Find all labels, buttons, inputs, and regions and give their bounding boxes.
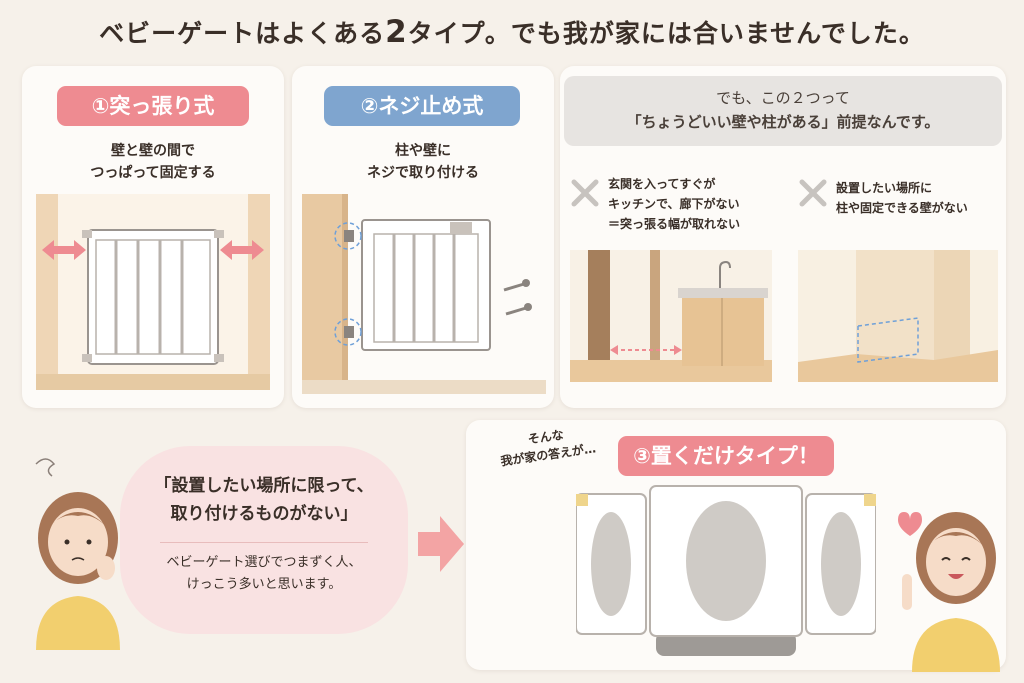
cross-icon [799, 179, 827, 207]
card-freestanding-type: そんな 我が家の答えが… ③置くだけタイプ！ [466, 420, 1006, 670]
headline-number: 2 [385, 14, 408, 50]
arrow-right-icon [418, 516, 464, 572]
premise-banner: でも、この２つって 「ちょうどいい壁や柱がある」前提なんです。 [564, 76, 1002, 146]
speech-divider [160, 542, 368, 543]
answer-callout: そんな 我が家の答えが… [490, 421, 604, 472]
speech-sub-line1: ベビーゲート選びでつまずく人、 [166, 555, 362, 570]
tension-gate-illustration [36, 194, 270, 390]
entrance-kitchen-illustration [570, 250, 772, 382]
screw-desc-line1: 柱や壁に [395, 143, 451, 159]
problem1-line2: キッチンで、廊下がない [608, 197, 740, 211]
card-screw-type: ②ネジ止め式 柱や壁に ネジで取り付ける [292, 66, 554, 408]
tension-type-description: 壁と壁の間で つっぱって固定する [22, 140, 284, 184]
problem-no-wall-note: 設置したい場所に 柱や固定できる壁がない [836, 178, 1006, 218]
open-room-illustration [798, 250, 998, 382]
premise-line2: 「ちょうどいい壁や柱がある」前提なんです。 [626, 113, 940, 131]
screw-gate-illustration [302, 194, 546, 394]
problem2-line2: 柱や固定できる壁がない [836, 201, 968, 215]
screw-desc-line2: ネジで取り付ける [367, 165, 479, 181]
problem-entrance-note: 玄関を入ってすぐが キッチンで、廊下がない ＝突っ張る幅が取れない [608, 174, 788, 234]
screw-type-description: 柱や壁に ネジで取り付ける [292, 140, 554, 184]
tension-desc-line1: 壁と壁の間で [111, 143, 195, 159]
speech-quote-line1: 「設置したい場所に限って、 [154, 476, 374, 496]
headline-text-before: ベビーゲートはよくある [99, 19, 386, 48]
screw-type-label: ②ネジ止め式 [324, 86, 520, 126]
cross-icon [571, 179, 599, 207]
page-headline: ベビーゲートはよくある2タイプ。でも我が家には合いませんでした。 [0, 14, 1024, 50]
woman-worried-illustration [35, 458, 120, 650]
freestanding-type-label: ③置くだけタイプ！ [618, 436, 834, 476]
speech-cloud: 「設置したい場所に限って、 取り付けるものがない」 ベビーゲート選びでつまずく人… [120, 446, 408, 634]
card-tension-type: ①突っ張り式 壁と壁の間で つっぱって固定する [22, 66, 284, 408]
card-premise: でも、この２つって 「ちょうどいい壁や柱がある」前提なんです。 玄関を入ってすぐ… [560, 66, 1006, 408]
tension-desc-line2: つっぱって固定する [90, 165, 216, 181]
problem2-line1: 設置したい場所に [836, 181, 933, 195]
speech-quote-line2: 取り付けるものがない」 [170, 504, 358, 524]
tension-type-label: ①突っ張り式 [57, 86, 249, 126]
speech-quote: 「設置したい場所に限って、 取り付けるものがない」 [120, 472, 408, 528]
problem1-line1: 玄関を入ってすぐが [608, 177, 716, 191]
premise-line1: でも、この２つって [716, 89, 850, 107]
freestanding-gate-illustration [576, 485, 876, 656]
headline-text-after: タイプ。でも我が家には合いませんでした。 [407, 19, 925, 48]
speech-sub: ベビーゲート選びでつまずく人、 けっこう多いと思います。 [120, 552, 408, 596]
woman-happy-illustration [898, 512, 1000, 672]
speech-sub-line2: けっこう多いと思います。 [186, 577, 342, 592]
problem1-line3: ＝突っ張る幅が取れない [608, 217, 741, 231]
